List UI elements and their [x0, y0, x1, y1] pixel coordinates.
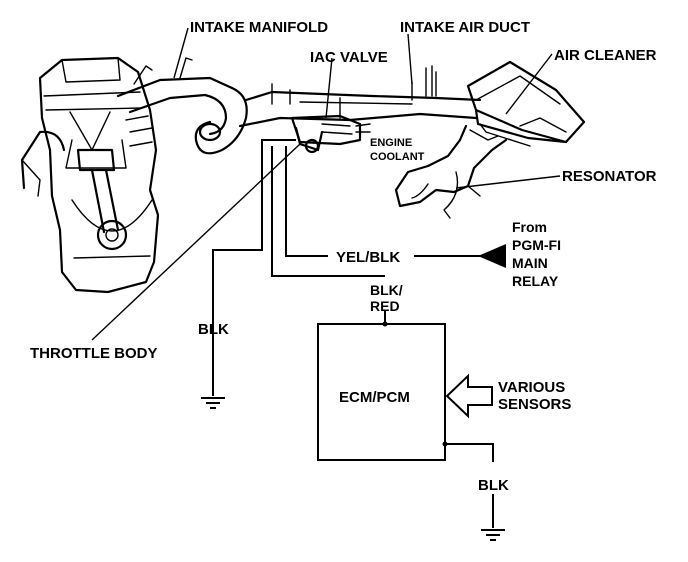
- intake-air-duct-label: INTAKE AIR DUCT: [400, 19, 530, 36]
- blk-red-label-line1: BLK/: [370, 282, 403, 298]
- throttle-body-illustration: [290, 97, 371, 154]
- blk-wire-left: [212, 139, 296, 396]
- relay-arrow-icon: [478, 244, 506, 268]
- coolant-label: COOLANT: [370, 151, 425, 163]
- iac-valve-label: IAC VALVE: [310, 49, 388, 66]
- resonator-label: RESONATOR: [562, 168, 657, 185]
- from-label: From: [512, 219, 547, 235]
- ecm-pcm-label: ECM/PCM: [339, 389, 410, 406]
- intake-air-duct-illustration: [238, 65, 482, 128]
- blk-wire-ecm: [445, 443, 494, 462]
- sensors-arrow-icon: [445, 373, 493, 419]
- engine-label: ENGINE: [370, 137, 412, 149]
- engine-illustration: [20, 56, 160, 294]
- wiring: [212, 139, 494, 528]
- air-cleaner-label: AIR CLEANER: [554, 47, 657, 64]
- various-label: VARIOUS: [498, 379, 565, 396]
- resonator-illustration: [394, 124, 508, 219]
- blk-left-label: BLK: [198, 321, 229, 338]
- yel-blk-label: YEL/BLK: [336, 249, 400, 266]
- relay-label: RELAY: [512, 273, 559, 289]
- throttle-body-label: THROTTLE BODY: [30, 345, 158, 362]
- ecm-pcm-box: [317, 323, 446, 461]
- intake-manifold-label: INTAKE MANIFOLD: [190, 19, 328, 36]
- main-label: MAIN: [512, 255, 548, 271]
- ground-icon: [201, 397, 225, 409]
- intake-manifold-illustration: [116, 57, 248, 155]
- blk-bottom-label: BLK: [478, 477, 509, 494]
- pgm-fi-label: PGM-FI: [512, 237, 561, 253]
- ground-icon: [481, 529, 505, 541]
- sensors-label: SENSORS: [498, 396, 571, 413]
- yel-blk-wire: [285, 146, 328, 257]
- blk-red-label-line2: RED: [370, 298, 400, 314]
- air-cleaner-illustration: [466, 60, 586, 147]
- blk-red-wire: [271, 146, 385, 277]
- leader-lines: [91, 27, 561, 341]
